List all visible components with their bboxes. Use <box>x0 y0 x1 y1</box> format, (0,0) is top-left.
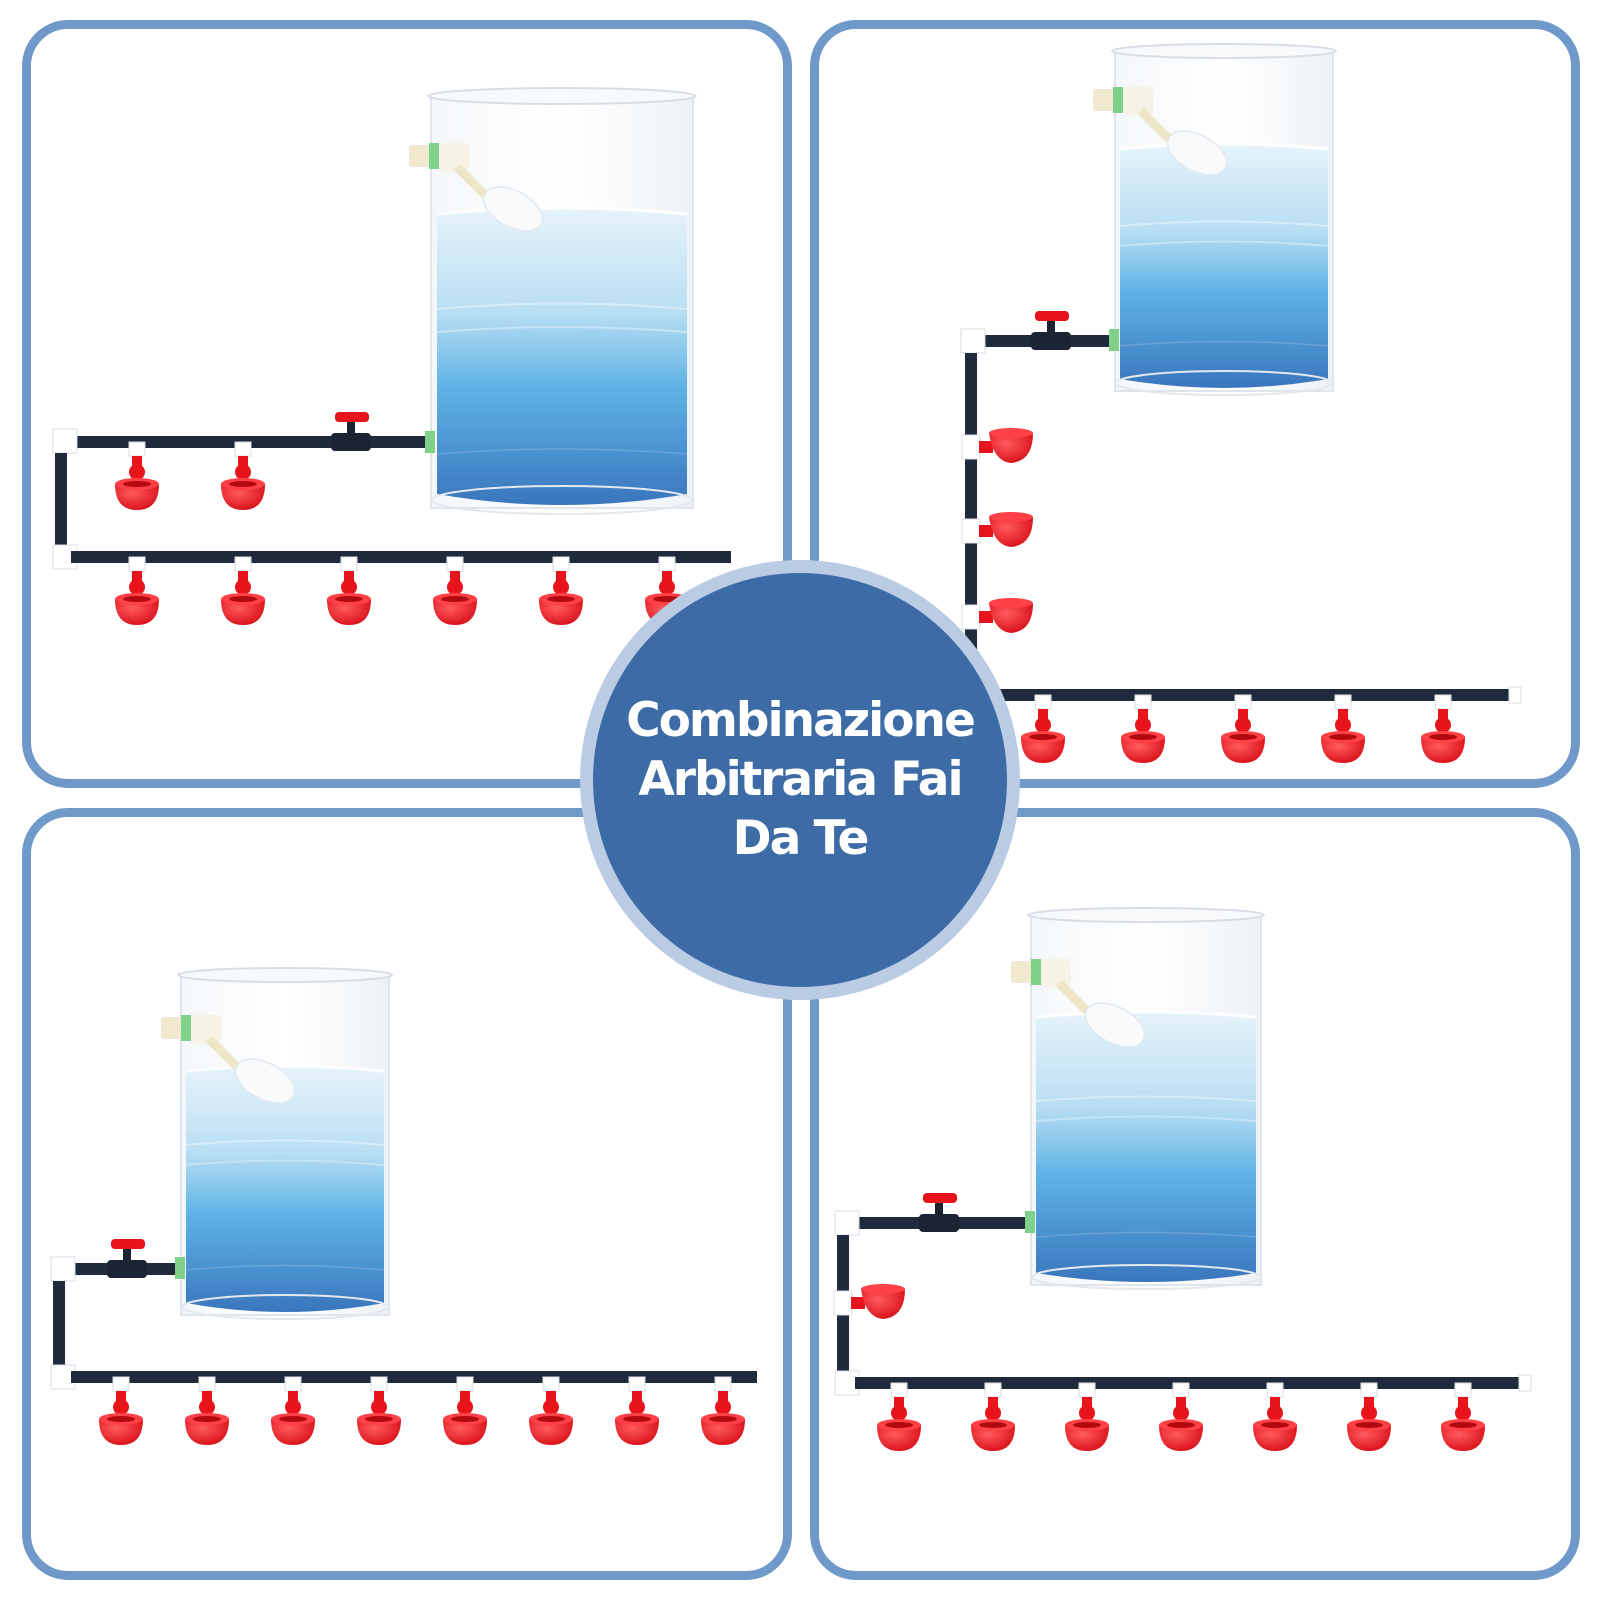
ball-valve <box>331 412 371 451</box>
drinker-cup <box>970 1382 1016 1452</box>
drinker-cup <box>220 556 266 626</box>
drinker-cup <box>270 1376 316 1446</box>
water-barrel <box>177 967 393 1320</box>
drinker-cup <box>1346 1382 1392 1452</box>
drinker-system-illustration <box>833 907 1532 1452</box>
drinker-system-illustration <box>52 87 731 626</box>
badge-line-3: Da Te <box>732 810 870 866</box>
drinker-cup <box>356 1376 402 1446</box>
drinker-cup <box>1020 694 1066 764</box>
drinker-cup <box>614 1376 660 1446</box>
panel-top-left <box>22 20 792 788</box>
badge-text: Combinazione Arbitraria Fai Da Te <box>600 691 1000 868</box>
drinker-cup <box>1120 694 1166 764</box>
ball-valve <box>919 1193 959 1232</box>
drinker-cup <box>432 556 478 626</box>
drinker-cup <box>184 1376 230 1446</box>
drinker-cup <box>1158 1382 1204 1452</box>
drinker-cup <box>700 1376 746 1446</box>
drinker-cup <box>538 556 584 626</box>
drinker-cup <box>1064 1382 1110 1452</box>
drinker-cup <box>528 1376 574 1446</box>
drinker-system-illustration <box>50 967 757 1446</box>
drinker-cup <box>326 556 372 626</box>
drinker-system-illustration <box>960 43 1522 764</box>
drinker-cup <box>114 556 160 626</box>
drinker-cup <box>442 1376 488 1446</box>
center-badge: Combinazione Arbitraria Fai Da Te <box>580 560 1020 1000</box>
drinker-cup <box>1420 694 1466 764</box>
drinker-cup <box>1252 1382 1298 1452</box>
drinker-cup <box>98 1376 144 1446</box>
drinker-cup <box>114 441 160 511</box>
drinker-cup <box>1320 694 1366 764</box>
drinker-cup <box>1220 694 1266 764</box>
badge-line-2: Arbitraria Fai <box>638 751 963 807</box>
drinker-cup <box>1440 1382 1486 1452</box>
drinker-cup <box>876 1382 922 1452</box>
ball-valve <box>107 1239 147 1278</box>
water-barrel <box>427 87 697 515</box>
badge-line-1: Combinazione <box>626 692 976 748</box>
ball-valve <box>1031 311 1071 350</box>
drinker-cup <box>220 441 266 511</box>
